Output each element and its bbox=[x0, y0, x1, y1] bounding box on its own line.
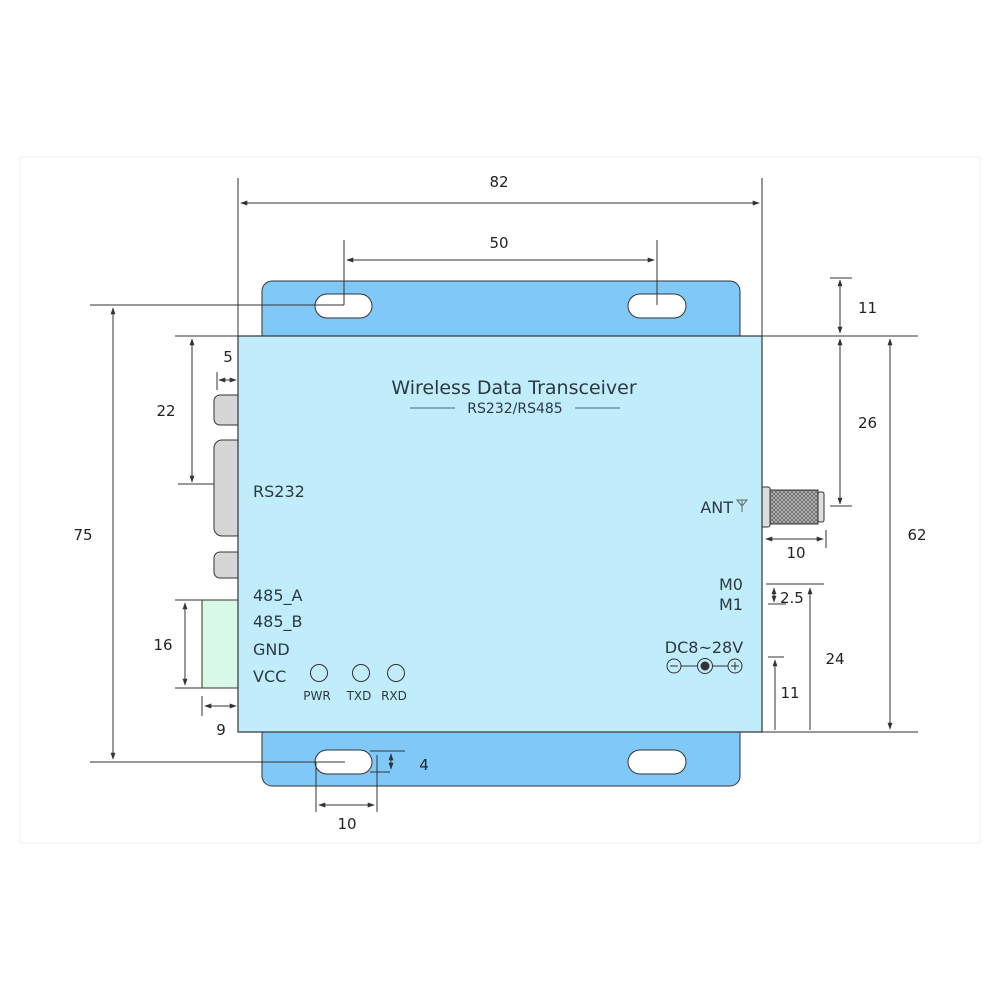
dim-overall-width: 82 bbox=[489, 173, 508, 191]
dim-ant-length: 10 bbox=[786, 544, 805, 562]
port-m1-label: M1 bbox=[719, 595, 743, 614]
dimension-lines bbox=[90, 178, 918, 812]
antenna-connector bbox=[769, 489, 819, 525]
led-rxd bbox=[387, 664, 405, 682]
dim-terminal-height: 16 bbox=[153, 636, 172, 654]
antenna-tip bbox=[817, 491, 825, 523]
dim-slot-length: 10 bbox=[337, 815, 356, 833]
port-485b-label: 485_B bbox=[253, 612, 303, 632]
port-gnd-label: GND bbox=[253, 640, 290, 659]
antenna-icon bbox=[735, 499, 749, 512]
dim-m-spacing: 2.5 bbox=[780, 589, 804, 607]
terminal-block bbox=[201, 599, 243, 689]
dim-body-to-ant: 26 bbox=[858, 414, 877, 432]
led-txd bbox=[352, 664, 370, 682]
power-label: DC8~28V bbox=[665, 638, 743, 657]
mount-slot bbox=[627, 749, 687, 775]
port-485a-label: 485_A bbox=[253, 586, 303, 606]
port-m0-label: M0 bbox=[719, 575, 743, 594]
dim-body-height: 62 bbox=[907, 526, 926, 544]
port-rs232-label: RS232 bbox=[253, 482, 305, 501]
port-vcc-label: VCC bbox=[253, 667, 286, 686]
led-label: TXD bbox=[346, 689, 372, 703]
dim-flange-top: 11 bbox=[858, 299, 877, 317]
device-subtitle: RS232/RS485 bbox=[467, 401, 562, 417]
dim-overall-height: 75 bbox=[73, 526, 92, 544]
port-ant-label: ANT bbox=[700, 498, 733, 517]
dim-terminal-depth: 9 bbox=[216, 721, 226, 739]
dim-slot-width: 4 bbox=[419, 756, 429, 774]
device-title: Wireless Data Transceiver bbox=[391, 377, 637, 399]
dc-polarity-icon bbox=[666, 658, 743, 674]
led-label: PWR bbox=[303, 689, 330, 703]
dim-hole-spacing: 50 bbox=[489, 234, 508, 252]
dim-m-height: 24 bbox=[825, 650, 844, 668]
dim-db9-offset: 22 bbox=[156, 402, 175, 420]
led-pwr bbox=[310, 664, 328, 682]
led-label: RXD bbox=[381, 689, 407, 703]
dim-dc-height: 11 bbox=[780, 684, 799, 702]
dim-db9-depth: 5 bbox=[223, 348, 233, 366]
